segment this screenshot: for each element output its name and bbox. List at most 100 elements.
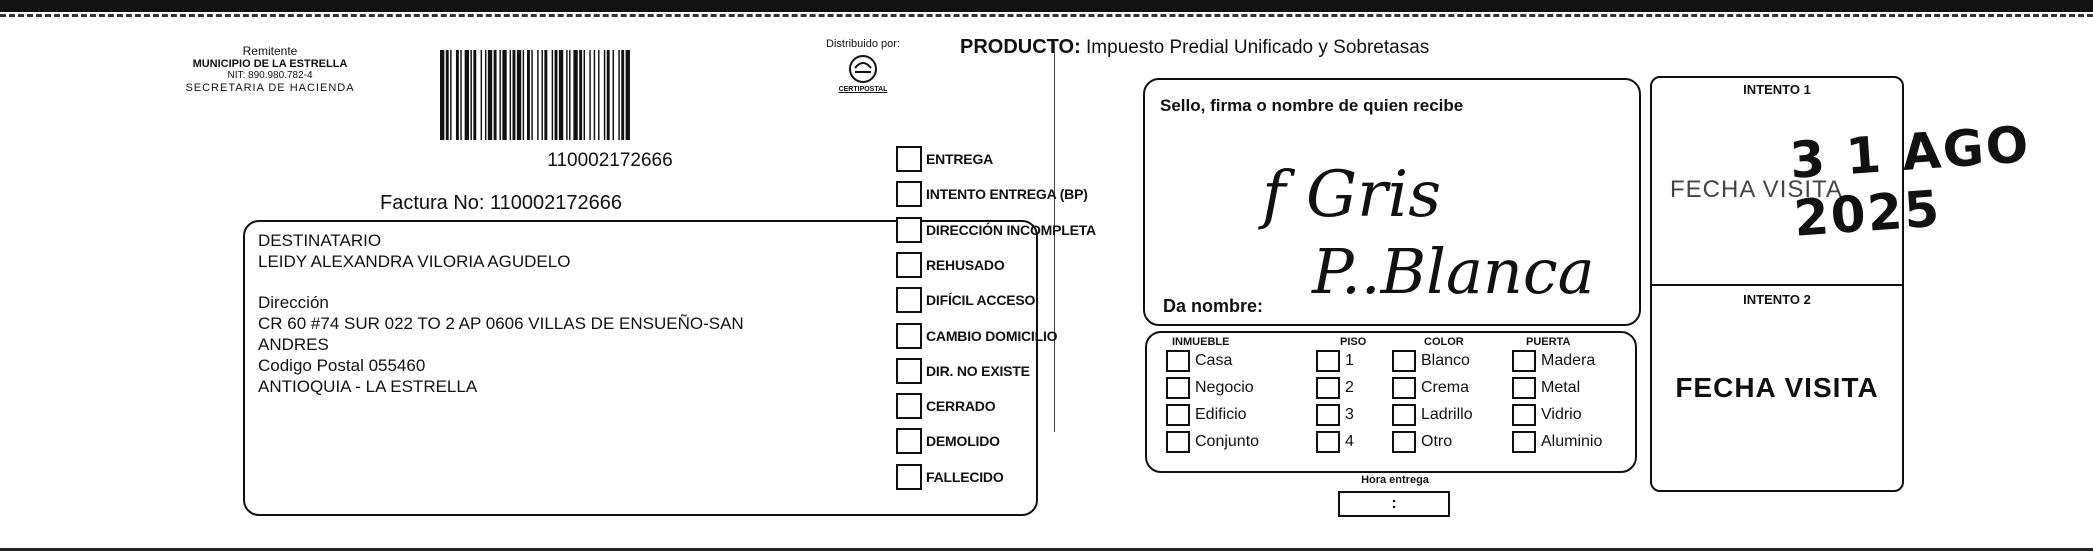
delivery-option-label: DIR. NO EXISTE: [926, 363, 1030, 379]
distributor-label: Distribuido por:: [826, 38, 900, 50]
receiver-label: Sello, firma o nombre de quien recibe: [1160, 96, 1464, 115]
barcode-bar: [509, 50, 512, 140]
barcode-bar: [499, 50, 501, 140]
delivery-option-checkbox[interactable]: [896, 428, 922, 454]
property-option-checkbox[interactable]: [1316, 431, 1340, 453]
recipient-city: ANTIOQUIA - LA ESTRELLA: [258, 377, 478, 396]
property-option-label: Casa: [1195, 352, 1233, 369]
property-option[interactable]: 1: [1316, 350, 1354, 372]
property-option-label: Vidrio: [1541, 406, 1582, 423]
property-option-checkbox[interactable]: [1316, 377, 1340, 399]
barcode-bar: [455, 50, 459, 140]
address-line1: CR 60 #74 SUR 022 TO 2 AP 0606 VILLAS DE…: [258, 314, 744, 333]
barcode-bar: [460, 50, 462, 140]
property-option[interactable]: Edificio: [1166, 404, 1247, 426]
property-option-label: Madera: [1541, 352, 1596, 369]
property-option-label: Negocio: [1195, 379, 1254, 396]
barcode-bar: [612, 50, 614, 140]
barcode-bar: [625, 50, 630, 140]
barcode-number: 110002172666: [547, 150, 673, 171]
property-option[interactable]: Ladrillo: [1392, 404, 1473, 426]
distributor-block: Distribuido por: CERTIPOSTAL: [808, 38, 918, 93]
barcode-bar: [470, 50, 472, 140]
property-option-checkbox[interactable]: [1166, 404, 1190, 426]
name-handwriting: P..Blanca: [1312, 235, 1595, 308]
barcode-bar: [445, 50, 449, 140]
property-option-checkbox[interactable]: [1166, 431, 1190, 453]
delivery-time-field[interactable]: :: [1338, 491, 1450, 517]
property-option-checkbox[interactable]: [1166, 350, 1190, 372]
delivery-option-checkbox[interactable]: [896, 464, 922, 490]
delivery-option[interactable]: ENTREGA: [896, 146, 993, 172]
property-option-checkbox[interactable]: [1512, 350, 1536, 372]
property-column-header: PISO: [1340, 336, 1367, 348]
sender-nit: NIT: 890.980.782-4: [227, 70, 313, 81]
sender-department: SECRETARIA DE HACIENDA: [185, 82, 355, 94]
property-option[interactable]: Madera: [1512, 350, 1595, 372]
attempts-divider: [1650, 284, 1904, 286]
property-option-checkbox[interactable]: [1392, 404, 1416, 426]
property-option[interactable]: 2: [1316, 377, 1354, 399]
property-option[interactable]: Vidrio: [1512, 404, 1582, 426]
barcode-bar: [464, 50, 469, 140]
delivery-option-checkbox[interactable]: [896, 358, 922, 384]
property-option[interactable]: Conjunto: [1166, 431, 1259, 453]
property-option-checkbox[interactable]: [1316, 350, 1340, 372]
delivery-option[interactable]: DEMOLIDO: [896, 428, 1000, 454]
delivery-option-checkbox[interactable]: [896, 393, 922, 419]
delivery-option-checkbox[interactable]: [896, 217, 922, 243]
delivery-option-checkbox[interactable]: [896, 323, 922, 349]
delivery-option[interactable]: CERRADO: [896, 393, 996, 419]
delivery-option-checkbox[interactable]: [896, 287, 922, 313]
address-label: Dirección: [258, 293, 329, 312]
property-option-checkbox[interactable]: [1392, 377, 1416, 399]
barcode-bar: [558, 50, 564, 140]
delivery-option[interactable]: FALLECIDO: [896, 464, 1004, 490]
property-option[interactable]: Otro: [1392, 431, 1452, 453]
delivery-option[interactable]: DIRECCIÓN INCOMPLETA: [896, 217, 1096, 243]
delivery-option-checkbox[interactable]: [896, 252, 922, 278]
barcode-bar: [566, 50, 568, 140]
delivery-option-label: CAMBIO DOMICILIO: [926, 328, 1058, 344]
property-option[interactable]: 4: [1316, 431, 1354, 453]
attempt1-title: INTENTO 1: [1743, 82, 1811, 97]
delivery-option-checkbox[interactable]: [896, 181, 922, 207]
recipient-name: LEIDY ALEXANDRA VILORIA AGUDELO: [258, 252, 571, 271]
property-option-label: 2: [1345, 379, 1354, 396]
barcode-bar: [621, 50, 625, 140]
property-option-checkbox[interactable]: [1512, 377, 1536, 399]
property-option-label: Crema: [1421, 379, 1470, 396]
delivery-option[interactable]: CAMBIO DOMICILIO: [896, 323, 1058, 349]
property-option[interactable]: Blanco: [1392, 350, 1470, 372]
delivery-option[interactable]: INTENTO ENTREGA (BP): [896, 181, 1088, 207]
property-option[interactable]: Aluminio: [1512, 431, 1602, 453]
delivery-option[interactable]: DIR. NO EXISTE: [896, 358, 1030, 384]
signature-handwriting: f Gris: [1262, 158, 1442, 232]
property-option-checkbox[interactable]: [1512, 404, 1536, 426]
barcode-bar: [606, 50, 610, 140]
property-option-checkbox[interactable]: [1166, 377, 1190, 399]
property-option-checkbox[interactable]: [1392, 431, 1416, 453]
postal-code: Codigo Postal 055460: [258, 356, 426, 375]
property-column-header: PUERTA: [1526, 336, 1571, 348]
delivery-option[interactable]: REHUSADO: [896, 252, 1005, 278]
property-option-checkbox[interactable]: [1392, 350, 1416, 372]
property-option[interactable]: Casa: [1166, 350, 1232, 372]
address-line2: ANDRES: [258, 335, 329, 354]
property-option[interactable]: Metal: [1512, 377, 1580, 399]
delivery-option[interactable]: DIFÍCIL ACCESO: [896, 287, 1035, 313]
property-option-checkbox[interactable]: [1512, 431, 1536, 453]
barcode-bar: [522, 50, 525, 140]
barcode-bar: [473, 50, 477, 140]
delivery-option-label: DIFÍCIL ACCESO: [926, 292, 1036, 308]
property-option[interactable]: Crema: [1392, 377, 1469, 399]
property-option[interactable]: 3: [1316, 404, 1354, 426]
property-option[interactable]: Negocio: [1166, 377, 1254, 399]
property-option-label: Ladrillo: [1421, 406, 1473, 423]
property-option-checkbox[interactable]: [1316, 404, 1340, 426]
invoice-line: Factura No: 110002172666: [380, 192, 622, 215]
barcode-bar: [618, 50, 620, 140]
delivery-option-checkbox[interactable]: [896, 146, 922, 172]
attempt1-date-stamp: 3 1 AGO 2025: [1788, 115, 2033, 248]
